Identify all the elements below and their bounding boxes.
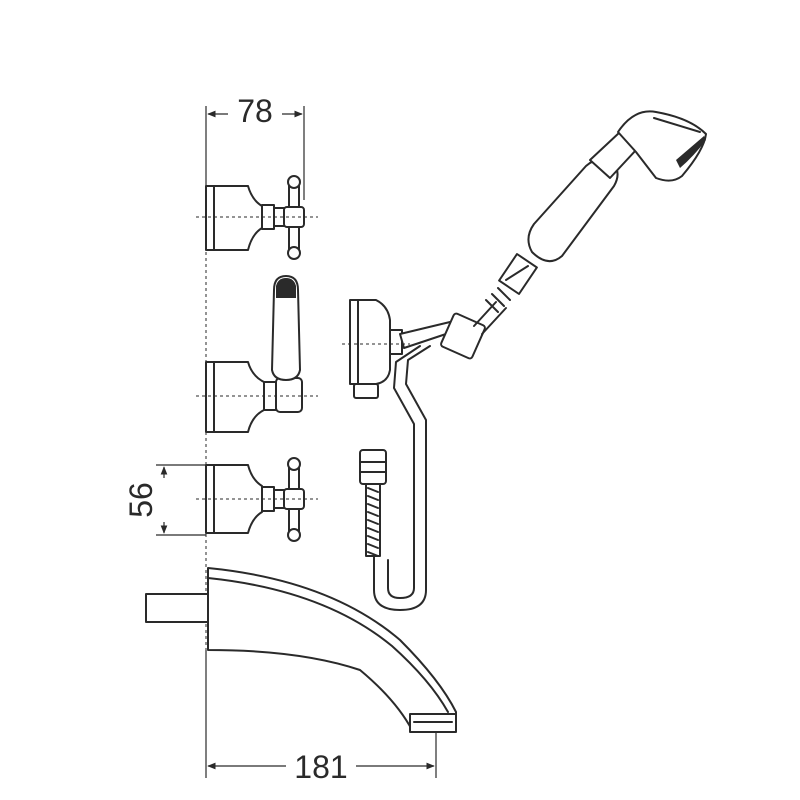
dimension-181-label: 181 xyxy=(294,749,347,785)
flexible-hose xyxy=(359,287,511,611)
dimension-181: 181 xyxy=(205,650,437,785)
bottom-valve xyxy=(196,457,318,542)
dimension-78: 78 xyxy=(205,93,305,200)
top-valve xyxy=(196,175,318,260)
dimension-56: 56 xyxy=(123,464,206,536)
dimension-78-label: 78 xyxy=(237,93,273,129)
hand-shower xyxy=(498,110,707,295)
dimension-56-label: 56 xyxy=(123,482,159,518)
diverter-lever xyxy=(196,275,318,433)
bath-spout xyxy=(145,567,457,733)
